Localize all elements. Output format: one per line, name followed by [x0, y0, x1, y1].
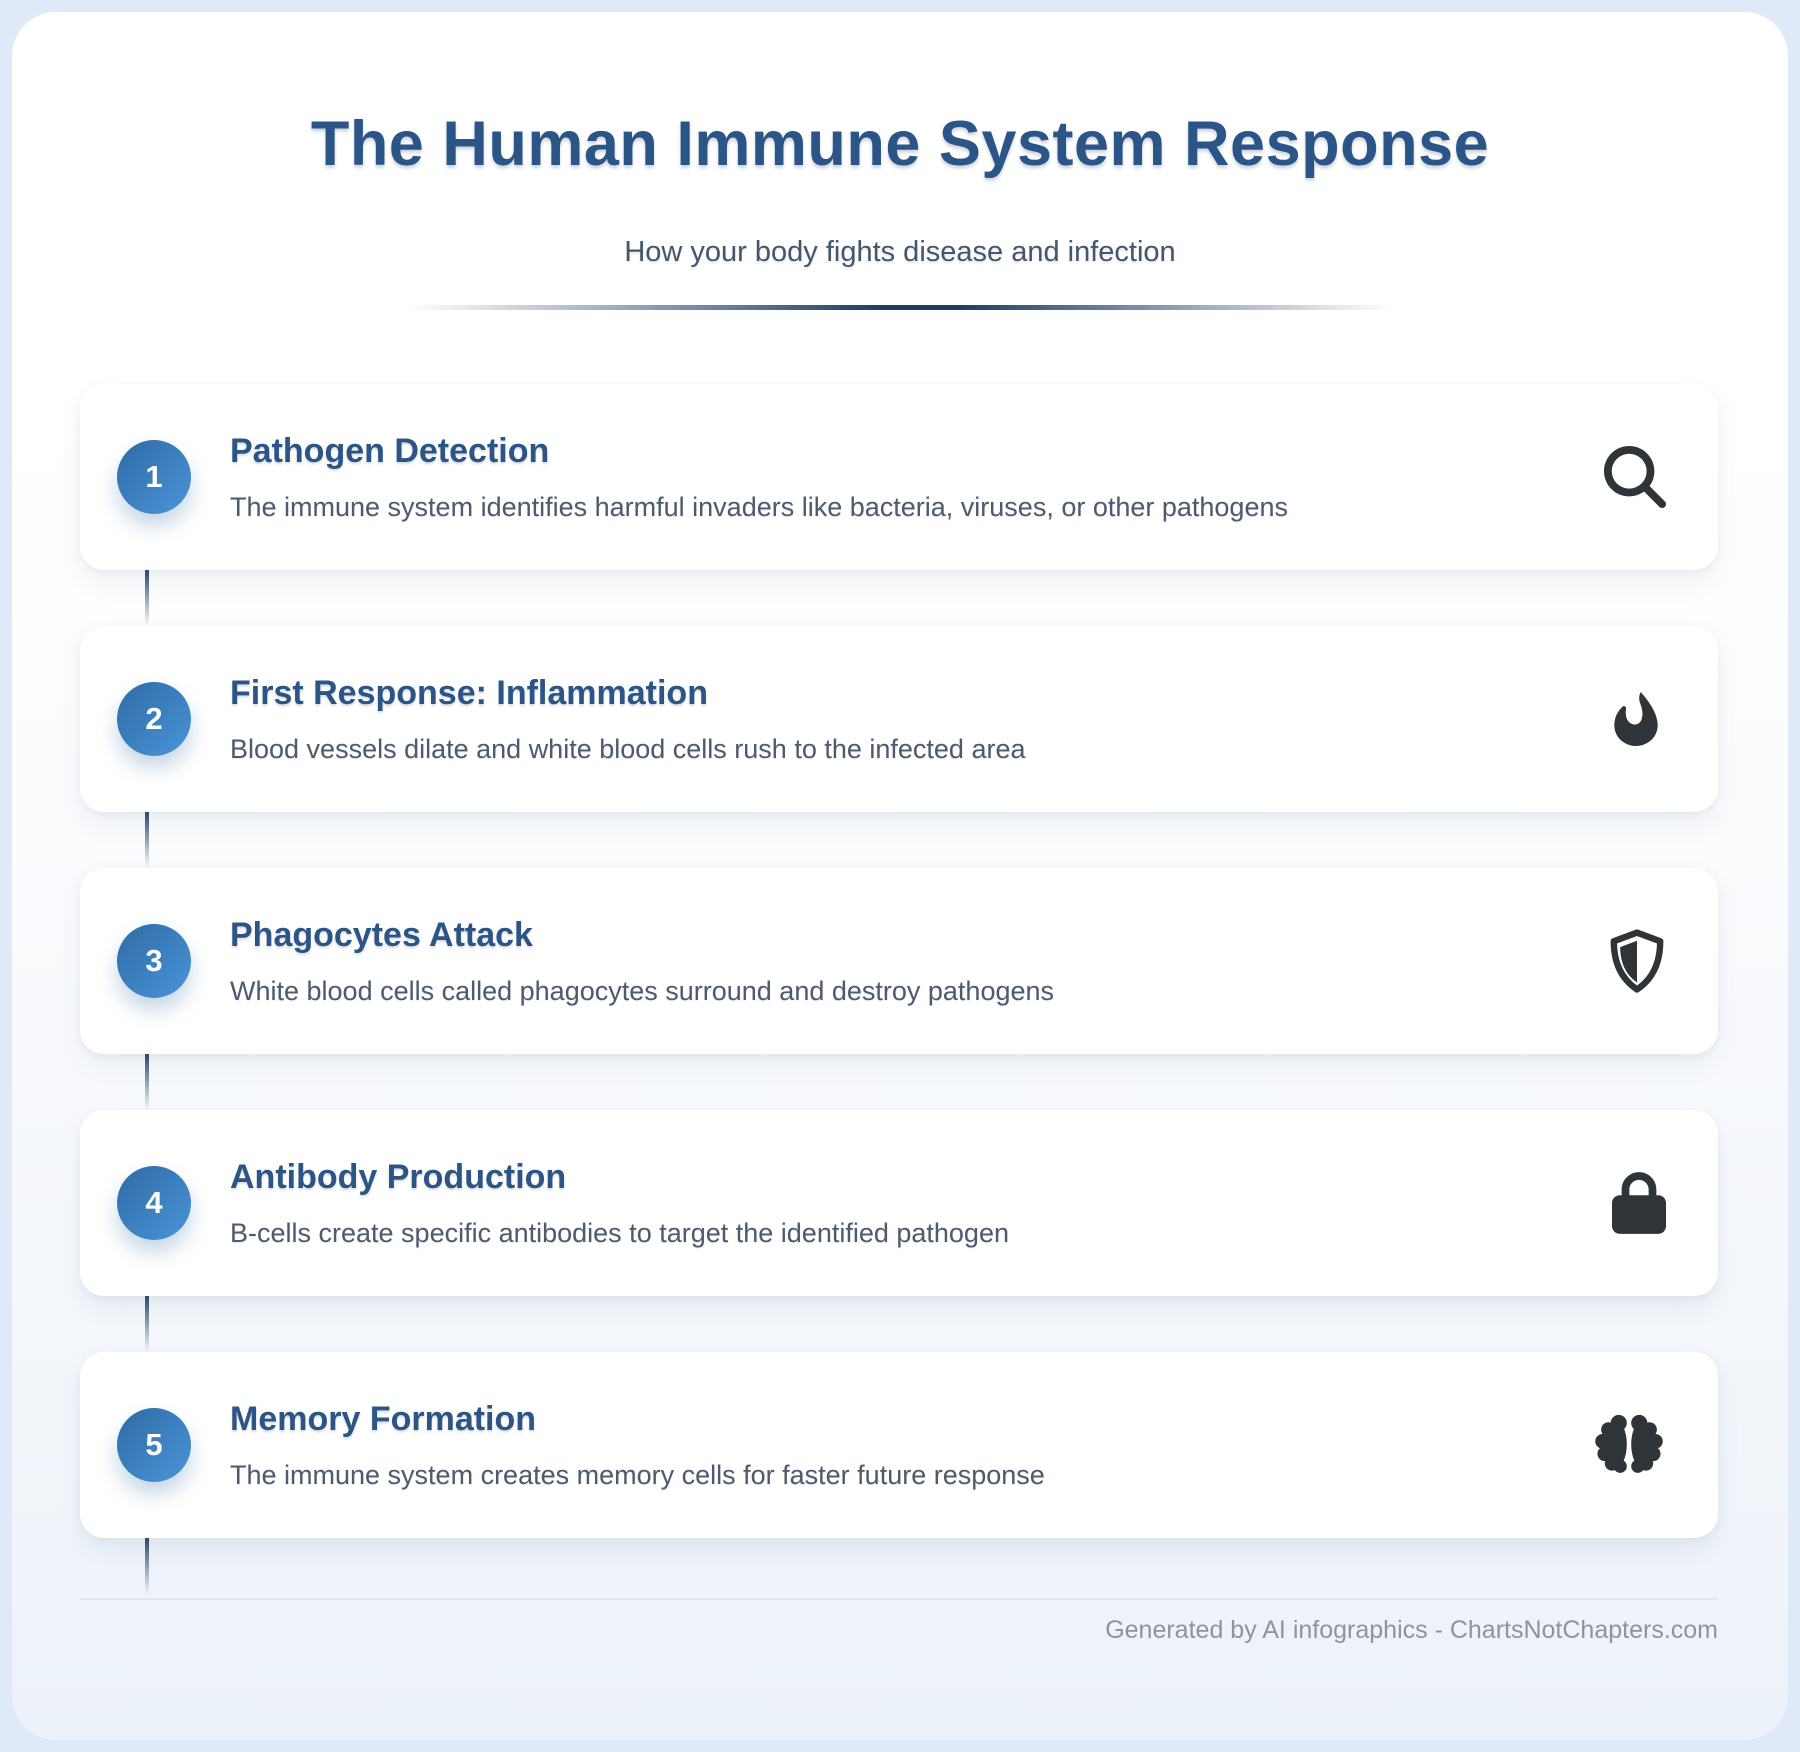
step-text: Pathogen Detection The immune system ide… [230, 432, 1538, 523]
step-text: First Response: Inflammation Blood vesse… [230, 674, 1538, 765]
step-description: The immune system creates memory cells f… [230, 1459, 1045, 1490]
step-connector [145, 1296, 149, 1352]
infographic-page: The Human Immune System Response How you… [12, 12, 1788, 1740]
magnifying-glass-icon [1604, 446, 1666, 508]
step-connector [145, 1538, 149, 1594]
step-title: Phagocytes Attack [230, 915, 533, 954]
step-title: Antibody Production [230, 1157, 567, 1196]
header: The Human Immune System Response How you… [12, 12, 1788, 310]
footer: Generated by AI infographics - ChartsNot… [80, 1598, 1718, 1645]
step-number-badge: 5 [117, 1408, 191, 1482]
page-subtitle: How your body fights disease and infecti… [624, 236, 1176, 268]
step-title: Pathogen Detection [230, 431, 550, 470]
step-connector [145, 812, 149, 868]
step-text: Memory Formation The immune system creat… [230, 1400, 1538, 1491]
lock-icon [1612, 1172, 1666, 1234]
step-number-badge: 4 [117, 1166, 191, 1240]
step-card: 5 Memory Formation The immune system cre… [80, 1352, 1718, 1538]
step-description: Blood vessels dilate and white blood cel… [230, 733, 1026, 764]
step-connector [145, 1054, 149, 1110]
flame-icon [1606, 687, 1666, 751]
header-divider [410, 305, 1390, 310]
step-number-badge: 3 [117, 924, 191, 998]
step-connector [145, 570, 149, 626]
shield-icon [1608, 929, 1666, 993]
step-card: 1 Pathogen Detection The immune system i… [80, 384, 1718, 570]
step-card: 2 First Response: Inflammation Blood ves… [80, 626, 1718, 812]
step-description: The immune system identifies harmful inv… [230, 491, 1288, 522]
step-text: Antibody Production B-cells create speci… [230, 1158, 1538, 1249]
page-title: The Human Immune System Response [310, 109, 1490, 179]
step-number-badge: 1 [117, 440, 191, 514]
step-card: 4 Antibody Production B-cells create spe… [80, 1110, 1718, 1296]
step-description: White blood cells called phagocytes surr… [230, 975, 1055, 1006]
step-description: B-cells create specific antibodies to ta… [230, 1217, 1009, 1248]
brain-icon [1592, 1412, 1666, 1478]
step-title: First Response: Inflammation [230, 673, 708, 712]
footer-credit: Generated by AI infographics - ChartsNot… [1105, 1616, 1718, 1644]
step-title: Memory Formation [230, 1399, 537, 1438]
step-card: 3 Phagocytes Attack White blood cells ca… [80, 868, 1718, 1054]
step-number-badge: 2 [117, 682, 191, 756]
steps-list: 1 Pathogen Detection The immune system i… [12, 384, 1788, 1594]
step-text: Phagocytes Attack White blood cells call… [230, 916, 1538, 1007]
